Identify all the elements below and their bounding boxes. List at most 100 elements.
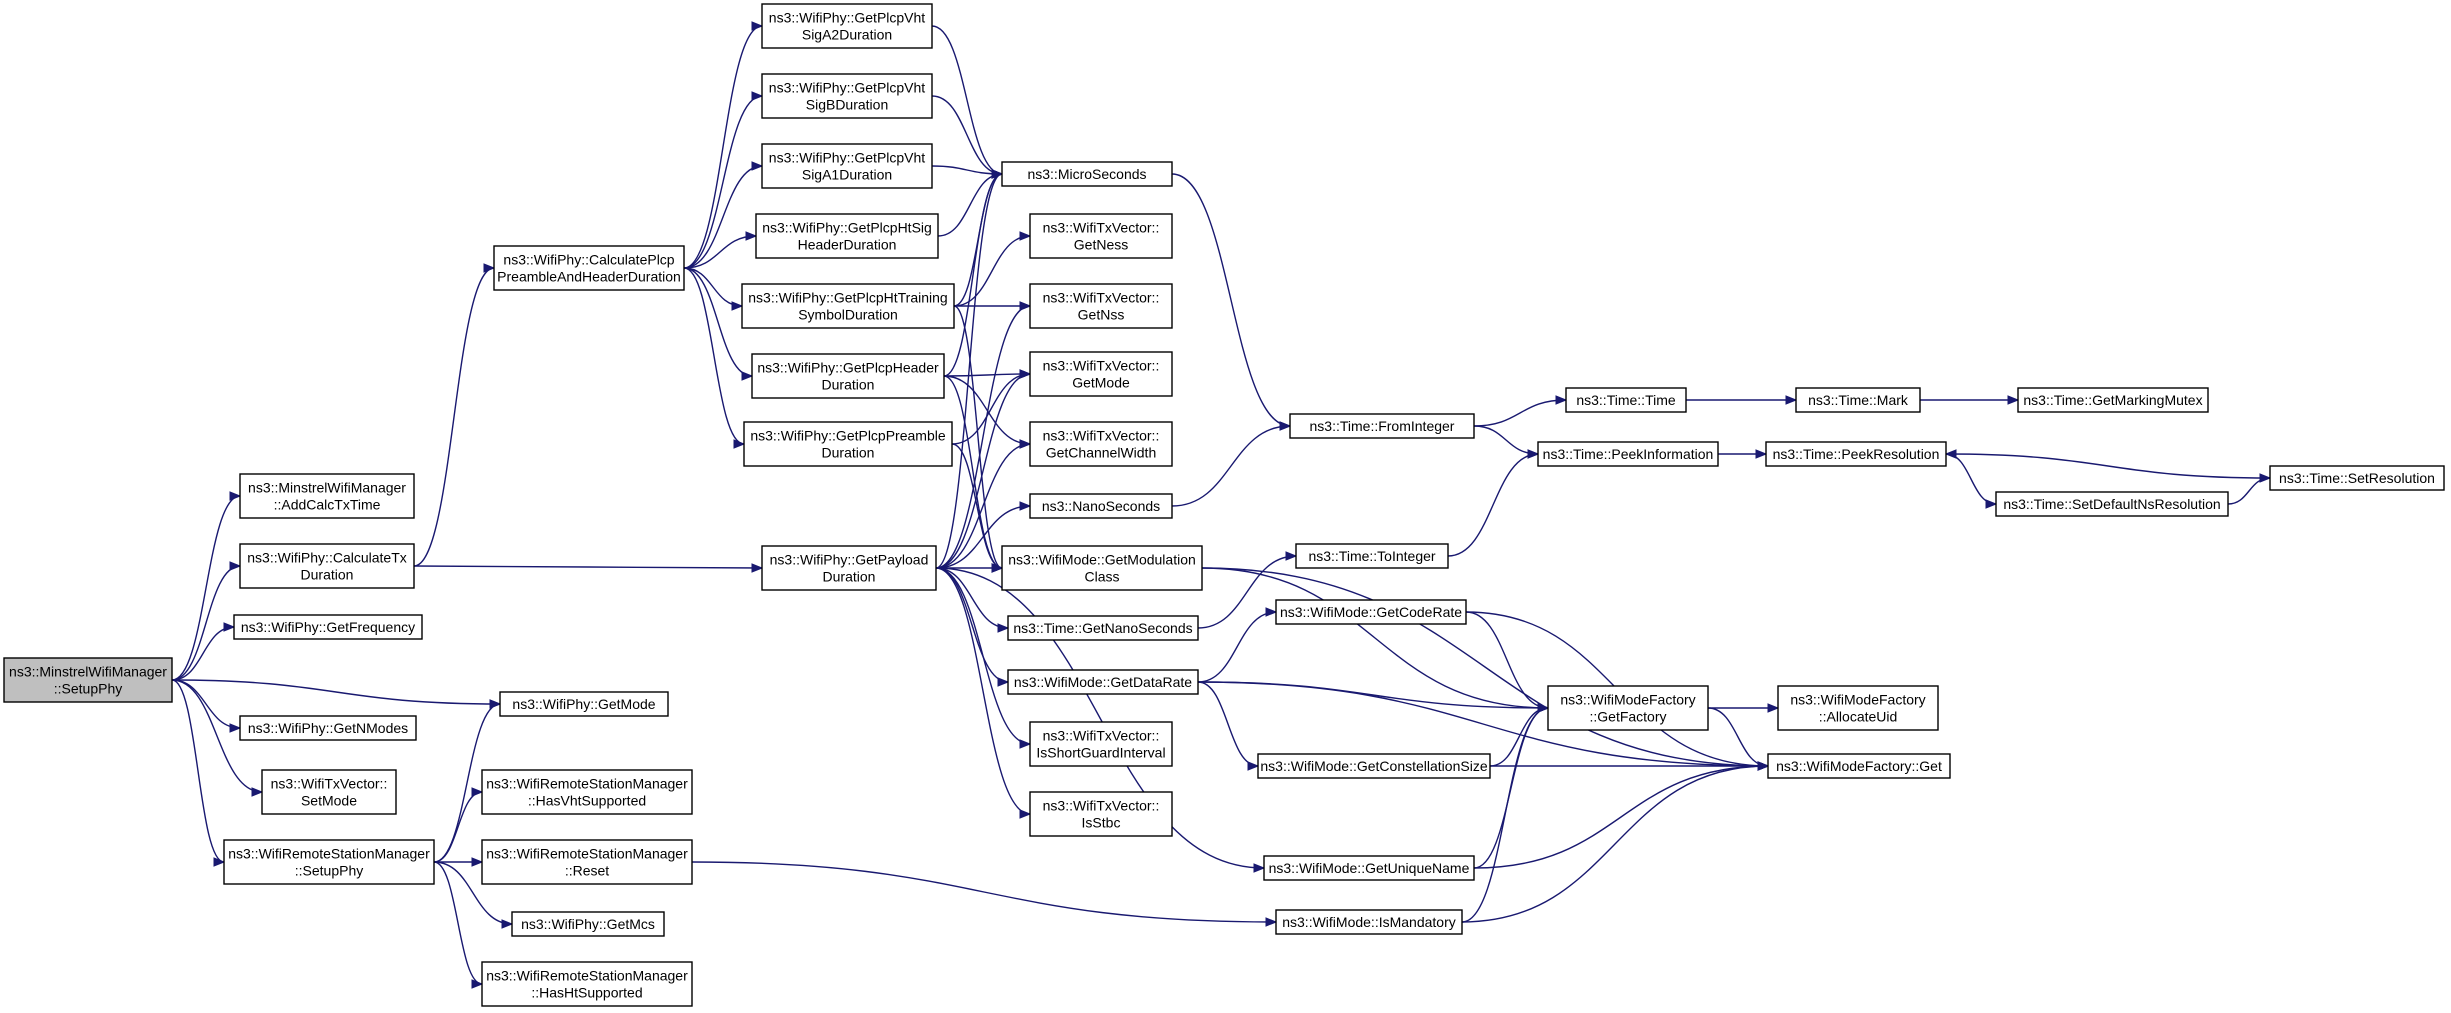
edge-arrowhead [1019,369,1032,379]
edge-arrowhead [1985,499,1998,509]
edge-getmodulationclass-to-factory_get [1201,567,1770,771]
node-hasvhtsupported[interactable]: ns3::WifiRemoteStationManager::HasVhtSup… [481,769,693,815]
edge-line [943,375,1031,445]
node-label-line: ns3::WifiPhy::GetPlcpVht [769,80,926,96]
node-peekinformation[interactable]: ns3::Time::PeekInformation [1537,441,1719,467]
edge-rsm_setupphy-to-getmcs [433,861,514,929]
node-httraining[interactable]: ns3::WifiPhy::GetPlcpHtTrainingSymbolDur… [741,283,955,329]
edge-setupphy_minstrel-to-rsm_setupphy [171,679,226,867]
node-box [2269,465,2445,491]
node-label-line: ns3::WifiModeFactory::Get [1776,758,1942,774]
edge-line [683,165,763,269]
node-tointeger[interactable]: ns3::Time::ToInteger [1295,543,1449,569]
edge-setupphy_minstrel-to-txv_setmode [171,679,264,797]
node-getnss[interactable]: ns3::WifiTxVector::GetNss [1029,283,1173,329]
node-box [1029,791,1173,837]
edge-line [935,173,1003,569]
node-nanoseconds[interactable]: ns3::NanoSeconds [1029,493,1173,519]
node-label-line: HeaderDuration [798,237,897,253]
node-rsm_reset[interactable]: ns3::WifiRemoteStationManager::Reset [481,839,693,885]
node-time_time[interactable]: ns3::Time::Time [1565,387,1687,413]
edge-getpayloadduration-to-isstbc [935,567,1032,819]
node-isstbc[interactable]: ns3::WifiTxVector::IsStbc [1029,791,1173,837]
node-rsm_setupphy[interactable]: ns3::WifiRemoteStationManager::SetupPhy [223,839,435,885]
edge-line [413,267,495,567]
node-getmcs[interactable]: ns3::WifiPhy::GetMcs [511,911,665,937]
node-getmarkingmutex[interactable]: ns3::Time::GetMarkingMutex [2017,387,2209,413]
node-getnanoseconds[interactable]: ns3::Time::GetNanoSeconds [1007,615,1199,641]
node-label-line: ns3::Time::Mark [1808,392,1909,408]
edge-line [1197,681,1259,767]
node-getfrequency[interactable]: ns3::WifiPhy::GetFrequency [233,614,423,640]
node-getfactory[interactable]: ns3::WifiModeFactory::GetFactory [1547,685,1709,731]
edge-setupphy_minstrel-to-addcalctxtime [171,491,242,681]
node-label-line: ns3::WifiTxVector:: [1043,428,1160,444]
node-peekresolution[interactable]: ns3::Time::PeekResolution [1765,441,1947,467]
node-label-line: ns3::NanoSeconds [1042,498,1160,514]
node-getconstellation[interactable]: ns3::WifiMode::GetConstellationSize [1257,753,1491,779]
node-addcalctxtime[interactable]: ns3::MinstrelWifiManager::AddCalcTxTime [239,473,415,519]
node-label-line: GetMode [1072,375,1130,391]
node-box [1295,543,1449,569]
node-hashtsupported[interactable]: ns3::WifiRemoteStationManager::HasHtSupp… [481,961,693,1007]
node-calcplcppreamble[interactable]: ns3::WifiPhy::CalculatePlcpPreambleAndHe… [493,245,685,291]
edge-line [1707,707,1769,767]
node-label-line: ns3::WifiTxVector:: [1043,358,1160,374]
node-setresolution[interactable]: ns3::Time::SetResolution [2269,465,2445,491]
node-phy_getmode[interactable]: ns3::WifiPhy::GetMode [499,691,669,717]
node-box [1275,909,1463,935]
node-label-line: ns3::Time::PeekInformation [1543,446,1714,462]
node-factory_get[interactable]: ns3::WifiModeFactory::Get [1767,753,1951,779]
node-txv_getmode[interactable]: ns3::WifiTxVector::GetMode [1029,351,1173,397]
node-time_mark[interactable]: ns3::Time::Mark [1795,387,1921,413]
node-allocateuid[interactable]: ns3::WifiModeFactory::AllocateUid [1777,685,1939,731]
node-setupphy_minstrel[interactable]: ns3::MinstrelWifiManager::SetupPhy [3,657,173,703]
edge-line [1473,399,1567,427]
node-label-line: Duration [301,567,354,583]
edge-arrowhead [229,561,242,571]
node-isshortguard[interactable]: ns3::WifiTxVector::IsShortGuardInterval [1029,721,1173,767]
node-frominteger[interactable]: ns3::Time::FromInteger [1289,413,1475,439]
edge-line [951,443,1003,569]
node-box [761,545,937,591]
edge-line [931,95,1003,175]
node-getchannelwidth[interactable]: ns3::WifiTxVector::GetChannelWidth [1029,421,1173,467]
node-label-line: SigBDuration [806,97,889,113]
node-ismandatory[interactable]: ns3::WifiMode::IsMandatory [1275,909,1463,935]
edge-arrowhead [223,622,236,632]
node-box [239,543,415,589]
node-txv_setmode[interactable]: ns3::WifiTxVector::SetMode [261,769,397,815]
node-getdatarate[interactable]: ns3::WifiMode::GetDataRate [1007,669,1199,695]
node-box [1537,441,1719,467]
node-getnmodes[interactable]: ns3::WifiPhy::GetNModes [239,715,417,741]
edge-arrowhead [745,231,758,241]
node-microseconds[interactable]: ns3::MicroSeconds [1001,161,1173,187]
node-label-line: ns3::WifiPhy::GetMode [512,696,655,712]
node-label-line: ns3::WifiPhy::GetNModes [248,720,408,736]
edge-arrowhead [1019,301,1032,311]
node-label-line: ns3::WifiModeFactory [1790,692,1925,708]
node-getuniquename[interactable]: ns3::WifiMode::GetUniqueName [1263,855,1475,881]
node-box [511,911,665,937]
node-setdefaultns[interactable]: ns3::Time::SetDefaultNsResolution [1995,491,2229,517]
edge-arrowhead [501,919,514,929]
edge-arrowhead [1555,395,1568,405]
edge-line [931,25,1003,175]
edge-arrowhead [1785,395,1798,405]
node-getcoderate[interactable]: ns3::WifiMode::GetCodeRate [1275,599,1467,625]
edge-line [171,679,225,863]
node-getness[interactable]: ns3::WifiTxVector::GetNess [1029,213,1173,259]
edge-arrowhead [471,857,484,867]
node-box [1995,491,2229,517]
edge-line [1197,555,1297,629]
node-label-line: ns3::WifiRemoteStationManager [486,776,688,792]
